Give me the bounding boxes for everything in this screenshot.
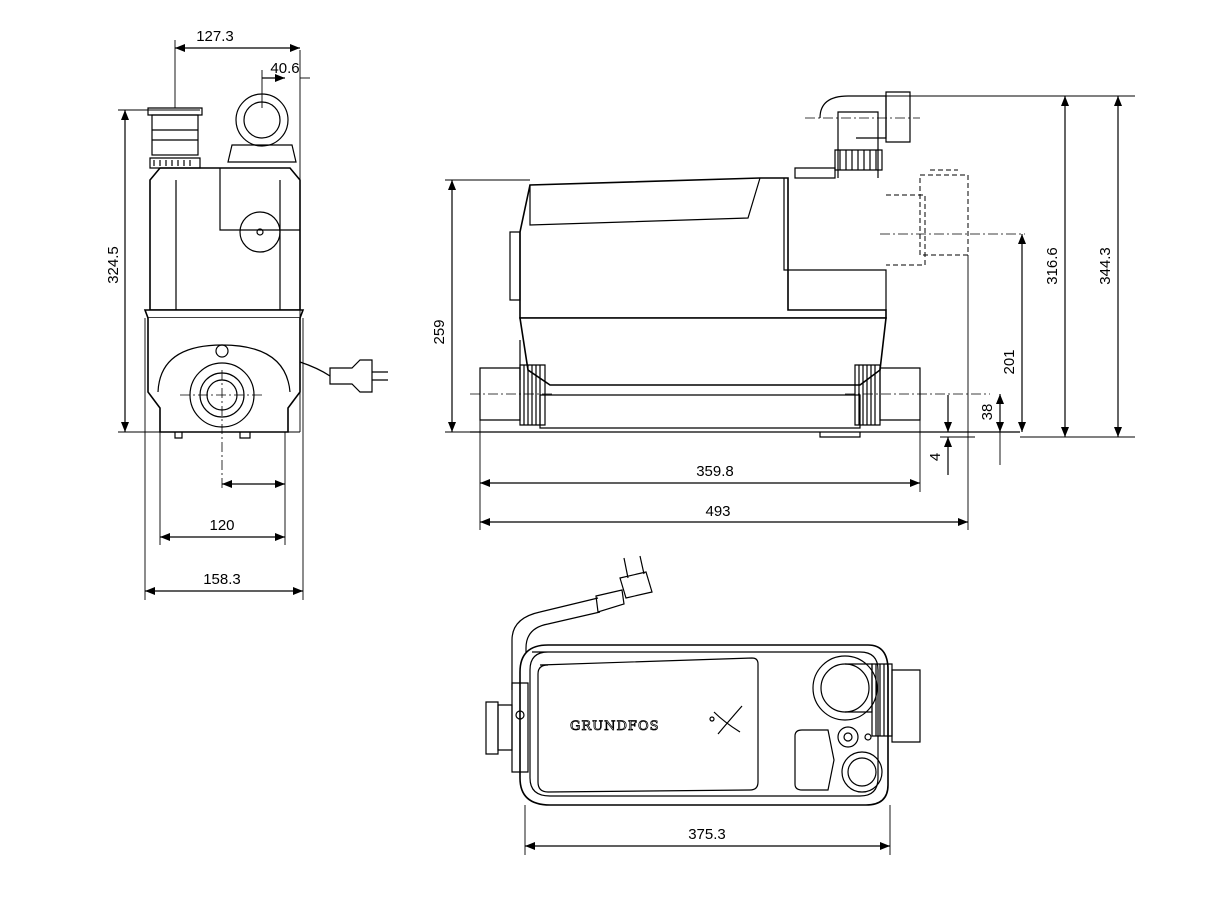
dim-side-height-outlet: 316.6 xyxy=(1044,247,1061,285)
side-view: 259 316.6 344.3 201 38 4 359.8 493 xyxy=(431,91,1135,530)
brand-logo: GRUNDFOS xyxy=(570,719,660,734)
dim-front-base-width: 158.3 xyxy=(203,571,241,588)
dim-front-height: 324.5 xyxy=(105,246,122,284)
dim-side-height-body: 259 xyxy=(431,319,448,344)
dim-side-foot: 4 xyxy=(927,453,944,461)
dim-side-total-length: 493 xyxy=(705,503,730,520)
dim-side-inlet-height: 201 xyxy=(1001,349,1018,374)
dim-front-inlet-spacing: 120 xyxy=(209,517,234,534)
top-view: GRUNDFOS 375.3 xyxy=(485,555,921,855)
dim-side-inner-length: 359.8 xyxy=(696,463,734,480)
dim-front-outlet-offset: 40.6 xyxy=(270,60,299,77)
dim-side-low-inlet: 38 xyxy=(979,404,996,421)
x-logo-icon xyxy=(713,705,743,735)
dim-side-height-total: 344.3 xyxy=(1097,247,1114,285)
dim-front-top-width: 127.3 xyxy=(196,28,234,45)
dim-top-length: 375.3 xyxy=(688,826,726,843)
front-view: 127.3 40.6 324.5 120 158.3 xyxy=(105,28,388,600)
